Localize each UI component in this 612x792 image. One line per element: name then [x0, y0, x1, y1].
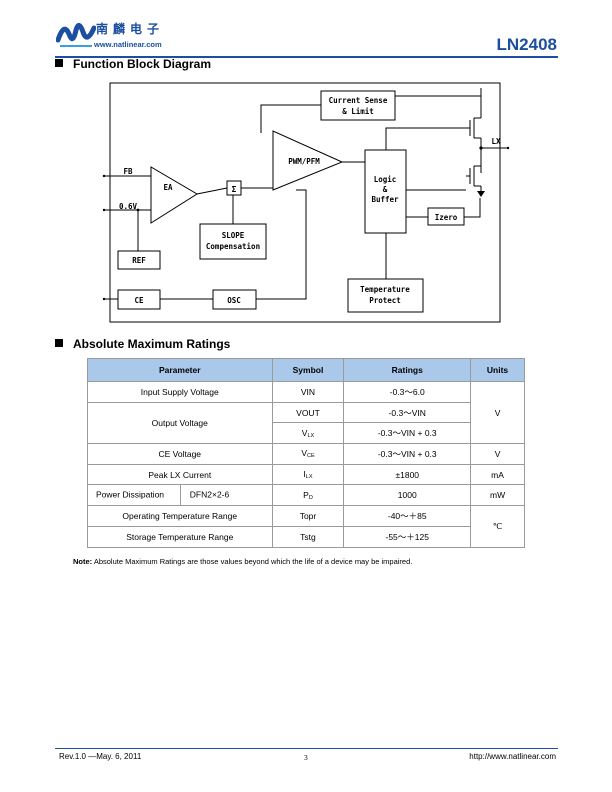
rating-cell: -40～＋85 [343, 505, 472, 528]
rating-cell: ±1800 [343, 463, 472, 486]
symbol-cell: Topr [271, 505, 345, 528]
section-heading-ratings: Absolute Maximum Ratings [55, 337, 230, 351]
current-limit-label: & Limit [342, 107, 374, 116]
page-number: 3 [304, 753, 308, 762]
footer-divider [55, 748, 558, 749]
logic-amp-label: & [383, 185, 388, 194]
rating-cell: -0.3～6.0 [343, 381, 472, 403]
fb-pin-label: FB [123, 167, 133, 176]
company-logo-icon [56, 23, 96, 47]
header-parameter: Parameter [87, 358, 273, 382]
lx-pin-label: LX [491, 137, 501, 146]
symbol-cell: VIN [271, 381, 345, 403]
symbol-cell: ILX [271, 463, 345, 486]
current-sense-label: Current Sense [329, 96, 388, 105]
param-cell: Power Dissipation DFN2×2-6 [87, 484, 273, 507]
protect-label: Protect [369, 296, 401, 305]
package-label: DFN2×2-6 [189, 489, 230, 500]
symbol-cell: VCE [271, 443, 345, 465]
ratings-note: Note: Absolute Maximum Ratings are those… [73, 557, 413, 566]
ref-label: REF [132, 256, 146, 265]
ref-voltage-label: 0.6V [119, 202, 138, 211]
osc-label: OSC [227, 296, 241, 305]
ea-label: EA [163, 183, 173, 192]
table-row: Power Dissipation DFN2×2-6 PD 1000 mW [87, 484, 525, 507]
header-divider [55, 56, 558, 58]
symbol-cell: PD [271, 484, 345, 507]
header-ratings: Ratings [343, 358, 472, 382]
table-row: Peak LX Current ILX ±1800 mA [87, 463, 525, 486]
table-row: Output Voltage VOUT -0.3～VIN [87, 401, 525, 445]
table-header-row: Parameter Symbol Ratings Units [87, 358, 525, 382]
logic-label: Logic [374, 175, 397, 184]
part-number: LN2408 [496, 35, 557, 54]
temperature-label: Temperature [360, 285, 410, 294]
param-cell: Input Supply Voltage [87, 381, 273, 403]
param-cell: Peak LX Current [87, 463, 273, 486]
table-row: Input Supply Voltage VIN -0.3～6.0 V [87, 380, 525, 445]
table-row: Storage Temperature Range Tstg -55～＋125 [87, 526, 525, 548]
param-cell: Operating Temperature Range [87, 505, 273, 528]
table-row: CE Voltage VCE -0.3～VIN + 0.3 V [87, 443, 525, 465]
symbol-cell: Tstg [271, 526, 345, 548]
unit-cell: V [470, 380, 525, 445]
param-cell: Output Voltage [87, 401, 273, 445]
rating-cell: -0.3～VIN + 0.3 [343, 422, 472, 445]
bullet-square-icon [55, 59, 63, 67]
rating-cell: -55～＋125 [343, 526, 472, 548]
compensation-label: Compensation [206, 242, 260, 251]
sigma-label: Σ [232, 185, 237, 194]
symbol-cell: VLX [271, 422, 345, 445]
unit-cell: ℃ [470, 505, 525, 548]
ce-label: CE [134, 296, 144, 305]
param-cell: CE Voltage [87, 443, 273, 465]
revision-info: Rev.1.0 —May. 6, 2011 [59, 752, 142, 761]
company-name: 南麟电子 [96, 22, 165, 36]
section-heading-block-diagram: Function Block Diagram [55, 57, 211, 71]
unit-cell: V [470, 443, 525, 465]
bullet-square-icon [55, 339, 63, 347]
symbol-cell: VOUT [271, 401, 345, 424]
param-cell: Storage Temperature Range [87, 526, 273, 548]
header-symbol: Symbol [271, 358, 345, 382]
izero-label: Izero [435, 213, 458, 222]
buffer-label: Buffer [371, 195, 399, 204]
pwm-label: PWM/PFM [288, 157, 320, 166]
company-website: www.natlinear.com [94, 40, 162, 49]
rating-cell: -0.3～VIN + 0.3 [343, 443, 472, 465]
absolute-maximum-ratings-table: Parameter Symbol Ratings Units Input Sup… [87, 358, 525, 548]
slope-label: SLOPE [222, 231, 245, 240]
table-row: Operating Temperature Range Topr -40～＋85… [87, 505, 525, 548]
unit-cell: mA [470, 463, 525, 486]
header-units: Units [470, 358, 525, 382]
table-row: VLX -0.3～VIN + 0.3 [88, 422, 525, 445]
rating-cell: 1000 [343, 484, 472, 507]
power-dissipation-label: Power Dissipation [96, 489, 165, 500]
function-block-diagram: Current Sense & Limit PWM/PFM Logic & Bu… [102, 82, 510, 323]
footer-url[interactable]: http://www.natlinear.com [469, 752, 556, 761]
unit-cell: mW [470, 484, 525, 507]
rating-cell: -0.3～VIN [343, 401, 472, 424]
